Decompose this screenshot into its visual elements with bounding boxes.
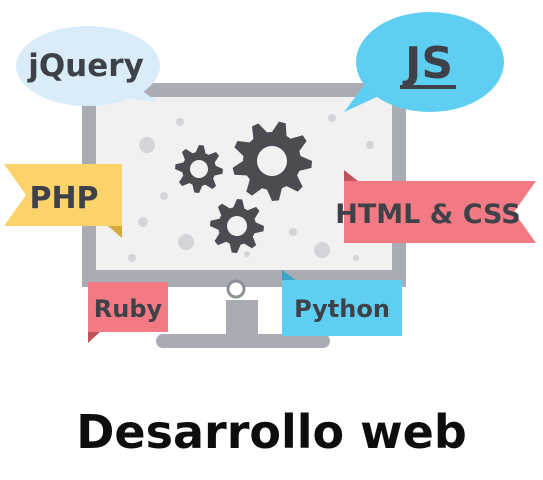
gears-group xyxy=(175,121,312,253)
ruby-label: Ruby xyxy=(94,295,163,323)
monitor-icon xyxy=(82,83,406,348)
js-bubble: JS xyxy=(344,12,504,112)
ruby-ribbon: Ruby xyxy=(88,282,168,343)
page-title: Desarrollo web xyxy=(76,405,467,459)
gear-hole xyxy=(190,160,208,178)
gear-hole xyxy=(257,146,287,176)
php-label: PHP xyxy=(29,181,98,216)
php-ribbon: PHP xyxy=(4,164,122,238)
jquery-bubble: jQuery xyxy=(16,26,160,106)
jquery-label: jQuery xyxy=(26,48,144,84)
gear-hole xyxy=(227,216,247,236)
html-css-ribbon: HTML & CSS xyxy=(335,170,536,243)
html-css-label: HTML & CSS xyxy=(335,199,520,230)
js-label: JS xyxy=(402,38,453,89)
python-label: Python xyxy=(294,295,390,323)
screen-dots xyxy=(128,114,374,262)
python-ribbon: Python xyxy=(282,270,402,336)
